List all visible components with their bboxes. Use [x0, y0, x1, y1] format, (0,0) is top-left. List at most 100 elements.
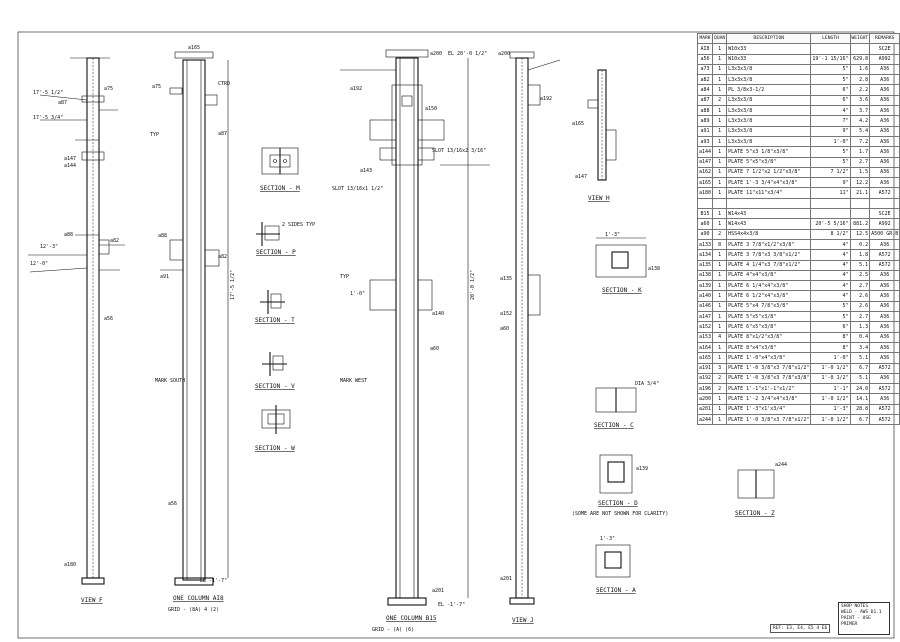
- table-cell: A36: [869, 311, 900, 323]
- table-cell: 4.2: [849, 115, 871, 127]
- table-cell: 1'-0 1/2": [810, 372, 851, 385]
- table-cell: 5": [810, 300, 851, 313]
- table-cell: a87: [696, 94, 714, 107]
- table-cell: 1: [712, 84, 728, 96]
- table-cell: a91: [696, 125, 714, 137]
- mark-a87: a87: [58, 100, 67, 106]
- table-cell: 7 1/2": [810, 166, 851, 179]
- table-cell: 1: [712, 352, 728, 364]
- section-a: 1'-3" SECTION - A: [595, 536, 636, 594]
- mark-west: MARK WEST: [340, 378, 367, 384]
- table-cell: 1: [712, 177, 728, 189]
- table-cell: a89: [696, 115, 714, 127]
- table-cell: a93: [696, 135, 714, 148]
- table-cell: a200: [696, 393, 714, 405]
- table-cell: 1: [712, 135, 728, 148]
- table-cell: 6": [810, 84, 851, 96]
- mark-a201: a201: [432, 588, 444, 594]
- table-cell: a84: [696, 84, 714, 96]
- one-column-ai8-title: ONE COLUMN AI8: [173, 595, 224, 602]
- table-cell: a90: [696, 228, 714, 240]
- table-cell: L3x3x3/8: [726, 135, 812, 148]
- section-v: SECTION - V: [255, 352, 295, 390]
- table-cell: 1: [712, 166, 728, 179]
- section-m-title: SECTION - M: [260, 185, 300, 192]
- table-cell: a201: [696, 403, 714, 415]
- table-cell: 5": [810, 311, 851, 323]
- one-column-b15-title: ONE COLUMN B15: [386, 615, 437, 622]
- table-cell: A36: [869, 94, 900, 107]
- table-cell: L3x3x3/8: [726, 125, 812, 137]
- mark-a144: a144: [64, 163, 76, 169]
- mark-a165-ai8: a165: [188, 45, 200, 51]
- mark-a56-b: a56: [168, 501, 177, 507]
- table-cell: a152: [696, 321, 714, 333]
- table-cell: a138: [696, 269, 714, 282]
- table-cell: 1: [712, 208, 728, 220]
- table-cell: 1: [712, 290, 728, 302]
- table-cell: [810, 197, 851, 210]
- mark-a152: a152: [500, 311, 512, 317]
- table-cell: a164: [696, 341, 714, 354]
- table-cell: L3x3x3/8: [726, 115, 812, 127]
- table-cell: a147: [696, 311, 714, 323]
- view-j-title: VIEW J: [512, 617, 534, 624]
- mark-a60-j: a60: [500, 326, 509, 332]
- section-k: 1'-3" a138 SECTION - K: [595, 232, 660, 294]
- table-cell: PLATE 8"x1/2"x3/8": [726, 331, 812, 343]
- table-cell: 1: [712, 115, 728, 127]
- table-cell: 12.2: [849, 177, 871, 189]
- table-cell: 5": [810, 156, 851, 168]
- reference-box: REF: E3, E4, E5 4 E6: [770, 624, 831, 633]
- table-row: [696, 197, 900, 210]
- table-cell: 9": [810, 177, 851, 189]
- view-h-title: VIEW H: [588, 195, 610, 202]
- table-cell: PLATE 1'-0 3/8"x3 7/8"x3/8": [726, 372, 812, 385]
- table-cell: 1'-3": [810, 403, 851, 415]
- table-cell: a60: [696, 218, 714, 230]
- table-cell: 24.0: [849, 383, 871, 395]
- mark-a143: a143: [360, 168, 372, 174]
- table-cell: 1: [712, 53, 728, 65]
- table-cell: AI8: [696, 43, 714, 55]
- section-t: SECTION - T: [255, 290, 295, 324]
- mark-a162-ctrd: CTRD: [218, 81, 230, 87]
- table-cell: 1: [712, 74, 728, 86]
- table-cell: A36: [869, 63, 900, 76]
- table-cell: [810, 43, 851, 55]
- table-cell: 1: [712, 187, 728, 199]
- table-cell: PLATE 1'-3"x1'x3/4": [726, 403, 812, 415]
- table-cell: A36: [869, 115, 900, 127]
- mark-a75: a75: [104, 86, 113, 92]
- table-cell: PLATE 11"x11"x3/4": [726, 187, 812, 199]
- table-cell: a162: [696, 166, 714, 179]
- table-cell: 0.2: [849, 238, 871, 251]
- slot2-label: SLOT 13/16x1 1/2": [332, 186, 383, 192]
- table-cell: B15: [696, 208, 714, 220]
- table-cell: A572: [869, 259, 900, 271]
- table-cell: 4": [810, 249, 851, 261]
- table-cell: SC2E: [869, 208, 900, 220]
- section-w-title: SECTION - W: [255, 445, 295, 452]
- table-cell: a135: [696, 259, 714, 271]
- one-column-b15: a200 EL 20'-0 1/2" a192 a150 SLOT 13/16x…: [332, 49, 490, 633]
- table-cell: 9": [810, 125, 851, 137]
- table-cell: 881.2: [849, 218, 871, 230]
- table-cell: A992: [869, 53, 900, 65]
- table-cell: 3.7: [849, 105, 871, 117]
- table-cell: A572: [869, 187, 900, 199]
- table-cell: PLATE 3 7/8"x1/2"x3/8": [726, 238, 812, 251]
